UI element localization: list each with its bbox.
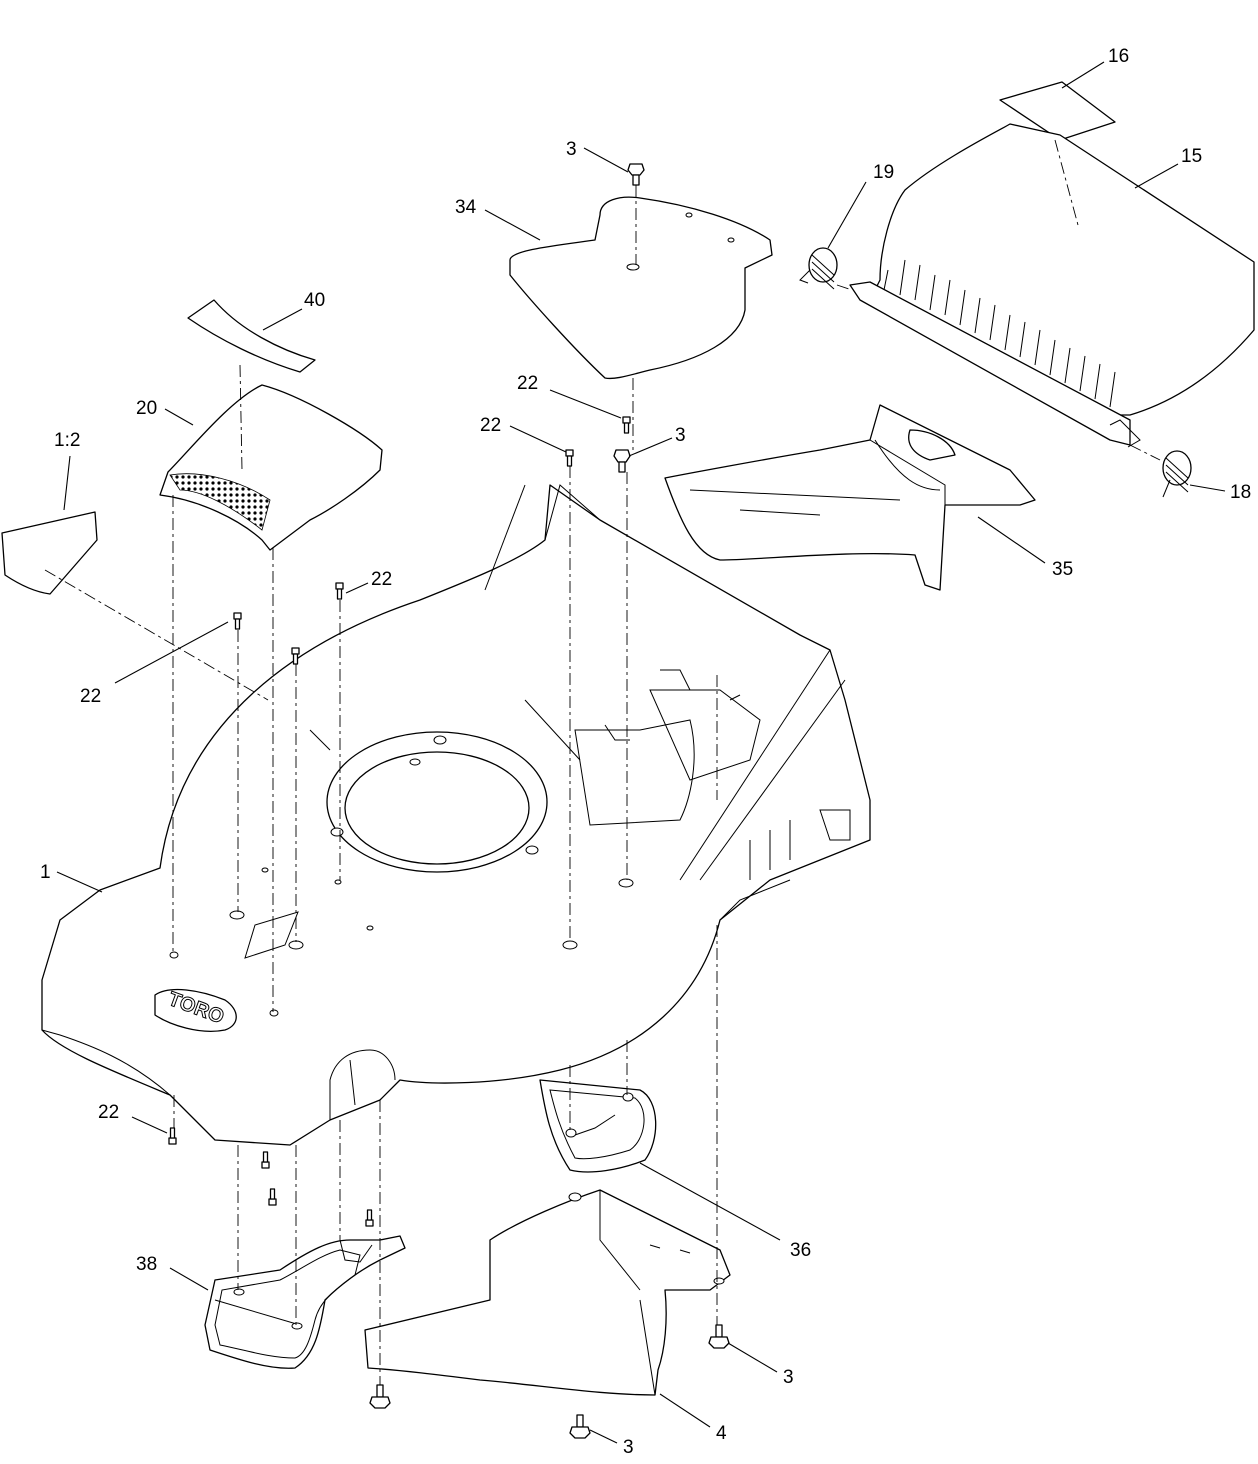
- callout-4: 4: [716, 1423, 727, 1444]
- callout-3-right: 3: [783, 1367, 794, 1388]
- mower-deck-housing: TORO: [41, 484, 871, 1146]
- callout-35: 35: [1052, 559, 1073, 580]
- bolt-top-34: [627, 163, 645, 186]
- discharge-chute: [664, 404, 1036, 591]
- callout-40: 40: [304, 290, 325, 311]
- bolt-lower-2: [268, 1188, 277, 1206]
- bolt-22-center-left: [291, 647, 300, 665]
- callout-38: 38: [136, 1254, 157, 1275]
- callout-3-chute: 3: [675, 425, 686, 446]
- callout-3-bottom: 3: [623, 1437, 634, 1458]
- decal-16: [999, 81, 1116, 141]
- top-cover-plate: [509, 196, 773, 380]
- bolt-22-center: [622, 416, 631, 434]
- assembly-lines: [44, 139, 1161, 1385]
- fasteners: [168, 163, 730, 1439]
- callout-22-under: 22: [98, 1102, 119, 1123]
- callout-22-left: 22: [80, 686, 101, 707]
- lower-bracket-38: [204, 1235, 406, 1369]
- callout-22-mid: 22: [480, 415, 501, 436]
- callout-1-2: 1:2: [54, 430, 80, 451]
- callout-labels: 16 15 19 18 3 34 40 20 1:2 22 22 3 35 22…: [40, 46, 1251, 1458]
- bolt-3-chute: [613, 449, 631, 473]
- callout-3-top: 3: [566, 139, 577, 160]
- callout-22-rear: 22: [371, 569, 392, 590]
- bolt-22-mid: [565, 449, 574, 467]
- bolt-3-bottom-right: [708, 1324, 730, 1349]
- callout-16: 16: [1108, 46, 1129, 67]
- front-cover: [159, 384, 383, 551]
- leader-lines: [56, 61, 1226, 1444]
- spring-right: [1162, 450, 1192, 498]
- decal-40: [187, 299, 316, 373]
- bolt-lower-1: [261, 1151, 270, 1169]
- bolt-lower-3: [365, 1209, 374, 1227]
- callout-22-upper: 22: [517, 373, 538, 394]
- spring-left: [799, 247, 838, 290]
- callout-34: 34: [455, 197, 477, 218]
- side-shield: [1, 511, 98, 595]
- callout-20: 20: [136, 398, 157, 419]
- rear-flap: [849, 123, 1255, 448]
- bolt-22-under: [168, 1127, 177, 1145]
- callout-1: 1: [40, 862, 51, 883]
- lower-baffle-4: [364, 1189, 731, 1396]
- callout-19: 19: [873, 162, 894, 183]
- baffle-36: [539, 1079, 657, 1173]
- bolt-22-left: [233, 612, 242, 630]
- bolt-3-bottom-left: [369, 1384, 391, 1409]
- callout-15: 15: [1181, 146, 1202, 167]
- callout-36: 36: [790, 1240, 811, 1261]
- bolt-22-rear: [335, 582, 344, 600]
- bolt-3-bottom-center: [569, 1414, 591, 1439]
- callout-18: 18: [1230, 482, 1251, 503]
